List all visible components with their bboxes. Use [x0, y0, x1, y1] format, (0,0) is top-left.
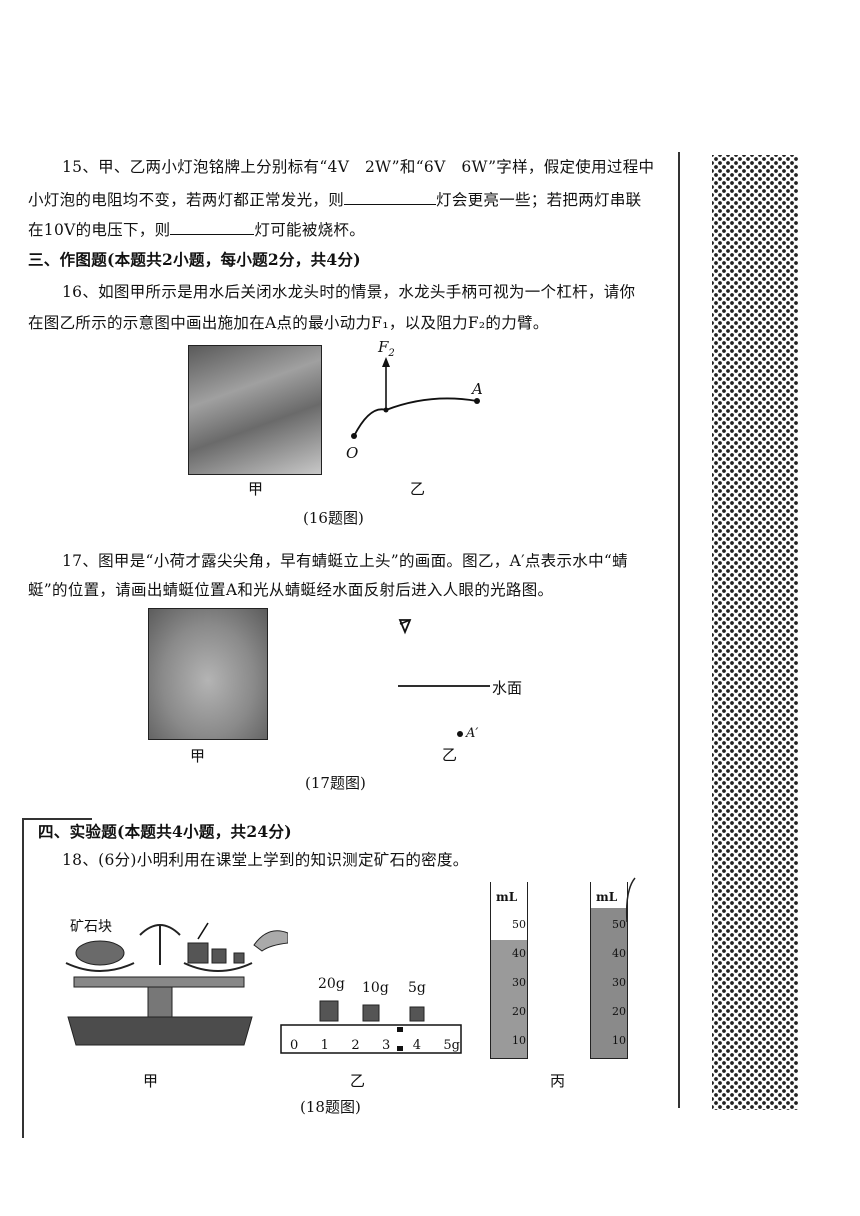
lotus-dragonfly-photo: [148, 608, 268, 740]
q16-label-o: O: [346, 444, 359, 462]
cylinder-right-unit: mL: [596, 890, 618, 904]
weight-1: [187, 942, 209, 964]
right-pan: [183, 962, 253, 972]
point-a-prime-dot: [457, 731, 463, 737]
eye-icon: [398, 619, 412, 635]
q15-line3: 在10V的电压下，则 灯可能被烧杯。: [28, 218, 365, 240]
q16-label-jia: 甲: [248, 480, 264, 498]
q17-label-yi: 乙: [442, 746, 458, 764]
q18-label-yi: 乙: [350, 1072, 366, 1090]
cylinder-left: [490, 882, 528, 1059]
weights-and-rider: [280, 1000, 462, 1054]
q17-caption: (17题图): [305, 774, 366, 792]
ruler-tick-1: 1: [320, 1038, 329, 1053]
q15-line2-a: 小灯泡的电阻均不变，若两灯都正常发光，则: [28, 191, 345, 209]
lever-arm: [353, 397, 478, 437]
cylinder-right-tick-20: 20: [612, 1005, 626, 1018]
weight-label-5g: 5g: [408, 980, 426, 996]
point-a-dot: [474, 398, 480, 404]
base: [67, 1016, 253, 1046]
ruler-tick-3: 3: [382, 1038, 391, 1053]
q16-caption: (16题图): [303, 509, 364, 527]
cylinder-right-tick-30: 30: [612, 976, 626, 989]
left-pan: [65, 962, 135, 972]
q17-label-water: 水面: [492, 679, 523, 697]
cylinder-right-water: [591, 908, 627, 1058]
margin-divider: [678, 152, 680, 1108]
cylinder-left-unit: mL: [496, 890, 518, 904]
q18-label-jia: 甲: [143, 1072, 159, 1090]
q17-line2: 蜓”的位置，请画出蜻蜓位置A和光从蜻蜓经水面反射后进入人眼的光路图。: [28, 581, 554, 599]
cylinder-right: [590, 882, 628, 1059]
cylinder-left-ticks: 50 40 30 20 10: [500, 910, 526, 1055]
cylinder-left-tick-20: 20: [512, 1005, 526, 1018]
ruler-tick-5: 5g: [443, 1038, 460, 1053]
q15-line2: 小灯泡的电阻均不变，若两灯都正常发光，则 灯会更亮一些；若把两灯串联: [28, 188, 641, 210]
q17-label-aprime: A′: [466, 726, 479, 741]
q18-caption: (18题图): [300, 1098, 361, 1116]
q18-label-ore: 矿石块: [70, 919, 112, 935]
q16-label-f2: F2: [378, 338, 395, 359]
q15-blank-1[interactable]: [344, 190, 437, 205]
section4-left-rule: [22, 818, 24, 1138]
rider-ruler: [280, 1024, 462, 1054]
q15-line3-b: 灯可能被烧杯。: [254, 221, 366, 239]
tweezers-hand: [253, 930, 288, 952]
binding-pattern-strip: [712, 155, 798, 1110]
section3-title: 三、作图题(本题共2小题，每小题2分，共4分): [28, 250, 361, 269]
cylinder-left-tick-10: 10: [512, 1034, 526, 1047]
q16-label-f2-main: F: [378, 338, 389, 356]
cylinder-left-tick-50: 50: [512, 918, 526, 931]
cylinder-right-tick-40: 40: [612, 947, 626, 960]
q16-line1: 16、如图甲所示是用水后关闭水龙头时的情景，水龙头手柄可视为一个杠杆，请你: [62, 283, 636, 301]
weight-10g: [362, 1004, 380, 1022]
cylinder-left-water: [491, 940, 527, 1058]
q18-label-bing: 丙: [550, 1072, 566, 1090]
rider-marker-bottom: [397, 1046, 403, 1051]
q16-line2: 在图乙所示的示意图中画出施加在A点的最小动力F₁，以及阻力F₂的力臂。: [28, 314, 549, 332]
cylinder-right-tick-50: 50: [612, 918, 626, 931]
weight-2: [211, 948, 227, 964]
section4-title: 四、实验题(本题共4小题，共24分): [38, 822, 292, 841]
weight-20g: [319, 1000, 339, 1022]
cylinder-right-ticks: 50 40 30 20 10: [600, 910, 626, 1055]
q15-line3-a: 在10V的电压下，则: [28, 221, 171, 239]
ruler-tick-0: 0: [290, 1038, 299, 1053]
cylinder-right-tick-10: 10: [612, 1034, 626, 1047]
q15-blank-2[interactable]: [170, 220, 255, 235]
cylinder-left-tick-40: 40: [512, 947, 526, 960]
reflection-diagram: [398, 619, 490, 737]
arrow-line: [197, 922, 209, 940]
faucet-photo: [188, 345, 322, 475]
weight-3: [233, 952, 245, 964]
pivot-o-dot: [351, 433, 357, 439]
weight-label-20g: 20g: [318, 976, 345, 992]
f2-arrow-head: [382, 357, 390, 367]
weight-label-10g: 10g: [362, 980, 389, 996]
q18-line1: 18、(6分)小明利用在课堂上学到的知识测定矿石的密度。: [62, 851, 469, 869]
ruler-tick-2: 2: [351, 1038, 360, 1053]
ruler-tick-labels: 0 1 2 3 4 5g: [290, 1038, 460, 1053]
pillar: [147, 986, 173, 1018]
q16-label-a: A: [472, 380, 483, 398]
ore-block: [75, 940, 125, 966]
q17-line1: 17、图甲是“小荷才露尖尖角，早有蜻蜓立上头”的画面。图乙，A′点表示水中“蜻: [62, 552, 628, 570]
q15-line1: 15、甲、乙两小灯泡铭牌上分别标有“4V 2W”和“6V 6W”字样，假定使用过…: [62, 158, 655, 176]
thread: [625, 877, 636, 923]
balance-scale: [65, 922, 288, 1046]
q16-label-yi: 乙: [410, 480, 426, 498]
q16-label-f2-sub: 2: [388, 348, 395, 359]
ruler-tick-4: 4: [412, 1038, 421, 1053]
cylinder-left-tick-30: 30: [512, 976, 526, 989]
weight-5g: [409, 1006, 425, 1022]
section4-top-rule: [22, 818, 92, 820]
rider-marker-top: [397, 1027, 403, 1032]
beam: [73, 976, 245, 988]
lever-diagram: [351, 357, 480, 439]
q15-line2-b: 灯会更亮一些；若把两灯串联: [436, 191, 642, 209]
q17-label-jia: 甲: [190, 747, 206, 765]
